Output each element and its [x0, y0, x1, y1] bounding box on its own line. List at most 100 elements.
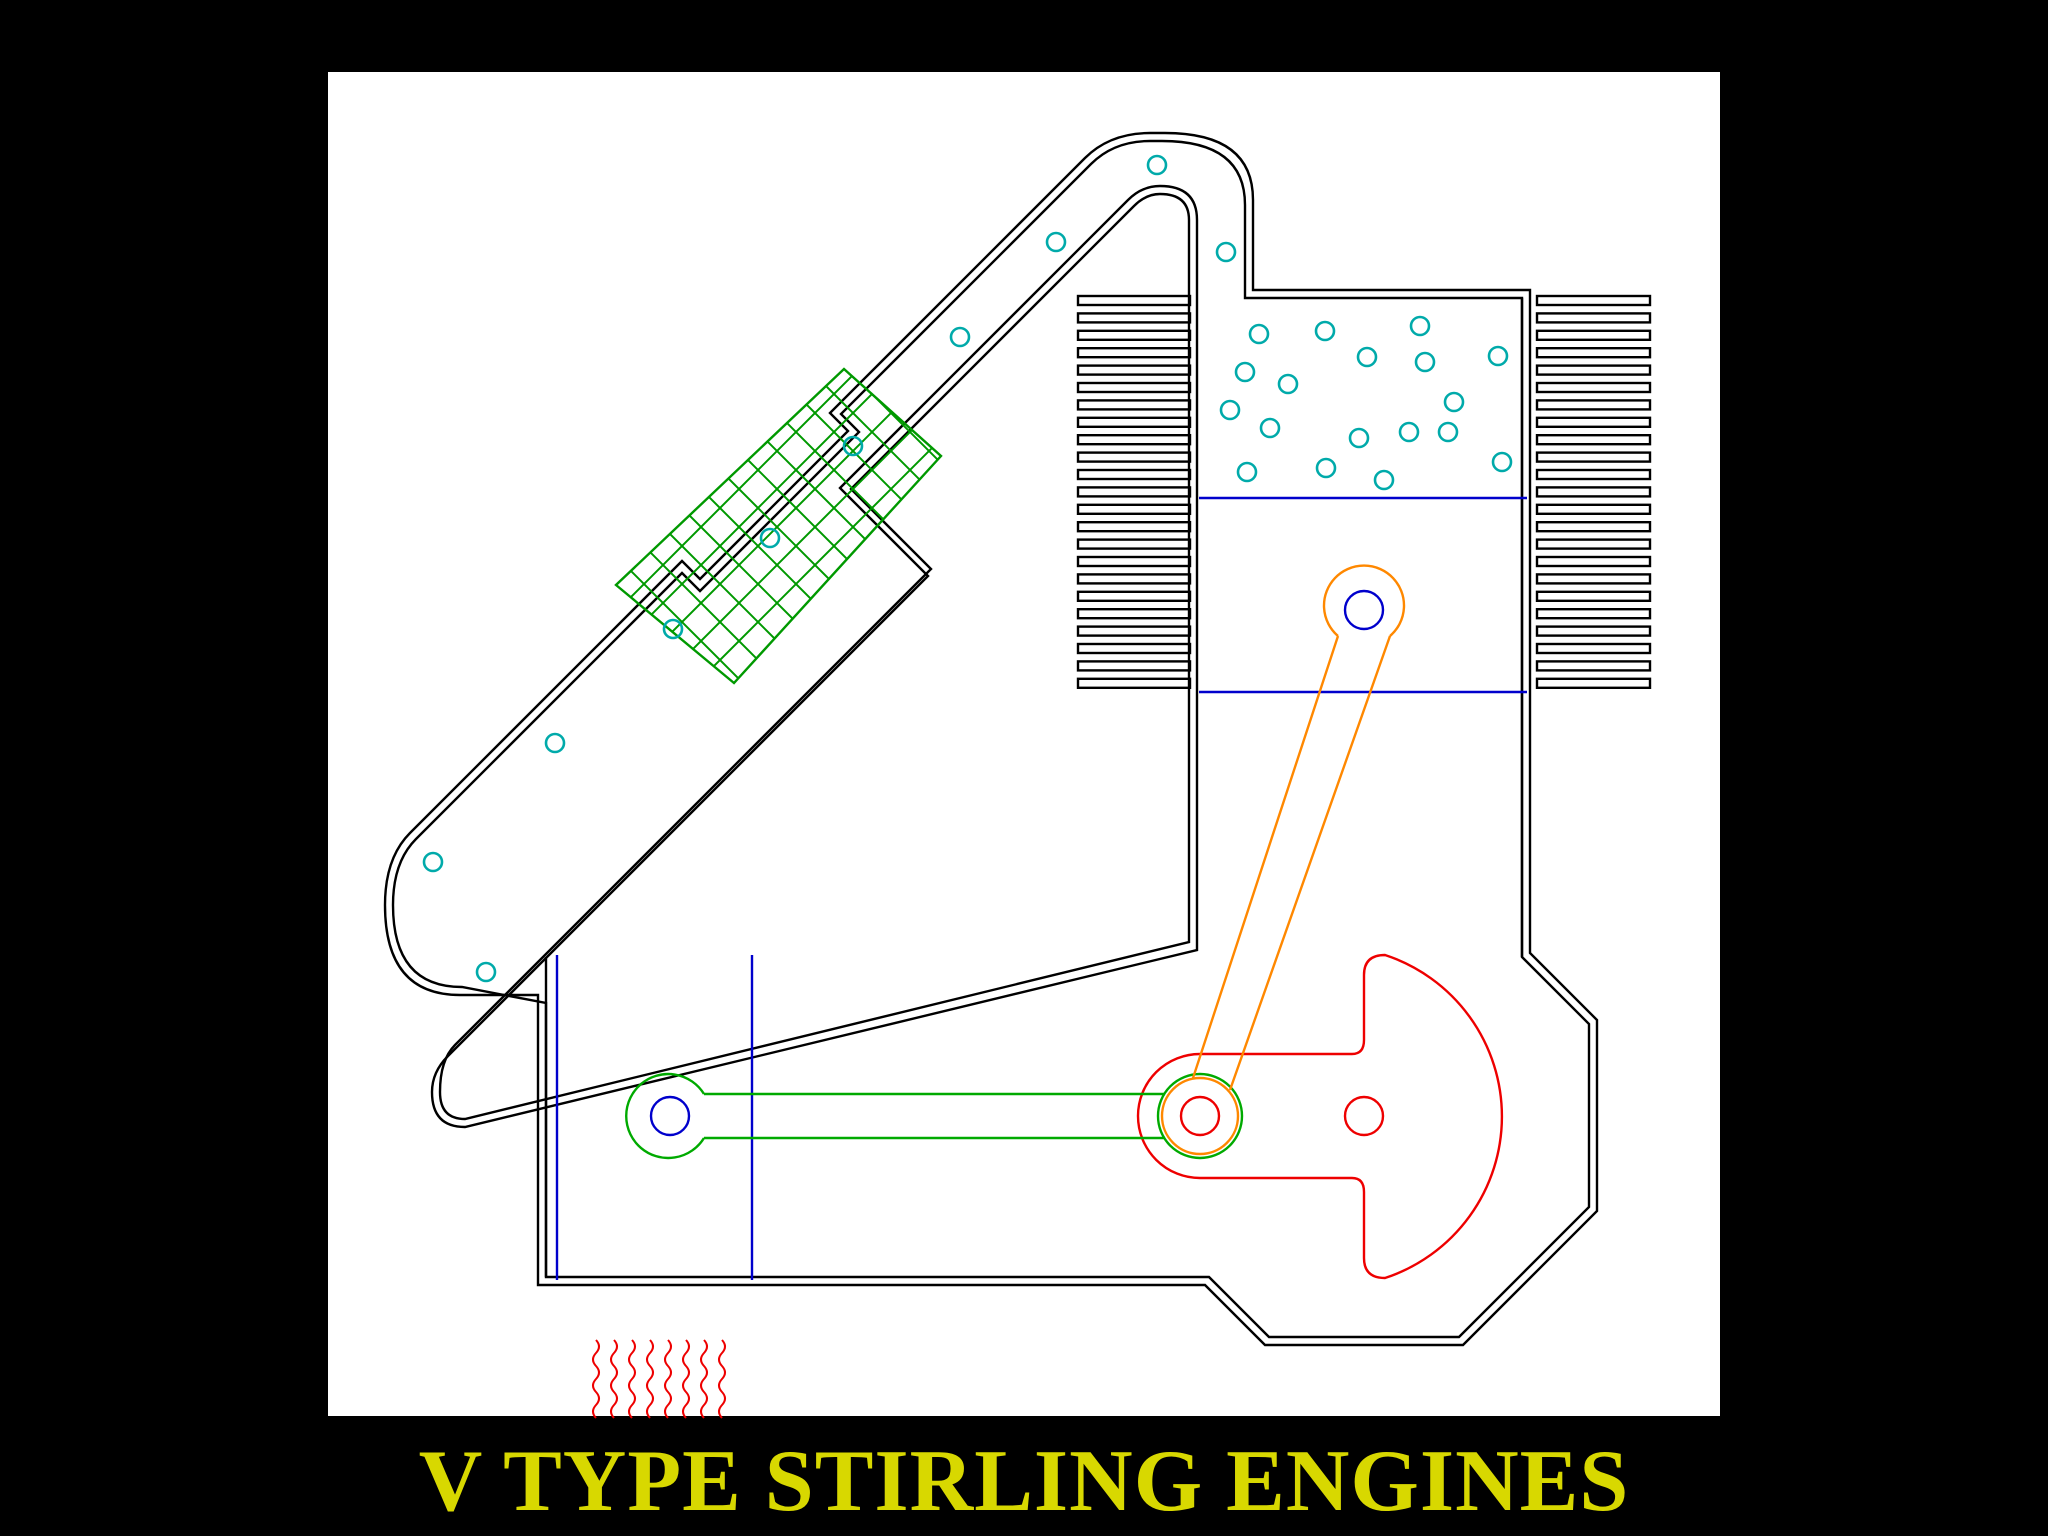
- gas-bubble: [1314, 320, 1336, 342]
- heat-wave: [682, 1339, 690, 1419]
- gas-bubble: [1315, 457, 1337, 479]
- mesh-line: [616, 369, 941, 683]
- gas-bubble: [1277, 373, 1299, 395]
- gas-bubble: [1146, 154, 1168, 176]
- cooling-fin: [1076, 434, 1192, 446]
- gas-bubble: [1248, 323, 1270, 345]
- cooling-fin: [1535, 660, 1652, 672]
- hot-rod-outline: [625, 1072, 1165, 1160]
- diagram-panel: [328, 72, 1720, 1416]
- gas-bubble: [1356, 346, 1378, 368]
- cooling-fin: [1535, 538, 1652, 550]
- hot-piston-pin: [649, 1095, 691, 1137]
- gas-bubble: [842, 435, 864, 457]
- gas-bubble: [1045, 231, 1067, 253]
- gas-bubble: [949, 326, 971, 348]
- cooling-fin: [1076, 347, 1192, 359]
- cooling-fin: [1076, 538, 1192, 550]
- cooling-fin: [1076, 364, 1192, 376]
- cooling-fin: [1076, 642, 1192, 655]
- cooling-fin: [1535, 642, 1652, 655]
- cooling-fin: [1076, 329, 1192, 341]
- heat-wave: [718, 1339, 726, 1419]
- cooling-fin: [1076, 590, 1192, 602]
- cooling-fin: [1076, 486, 1192, 498]
- cooling-fin: [1535, 399, 1652, 411]
- casing-outer-wall: [383, 131, 1599, 1347]
- heat-wave: [700, 1339, 708, 1419]
- engine-casing: [383, 131, 1599, 1347]
- cooling-fin: [1076, 625, 1192, 637]
- cooling-fin: [1076, 503, 1192, 515]
- cooling-fin: [1076, 294, 1192, 307]
- working-gas-bubbles: [422, 154, 1513, 983]
- cooling-fin: [1535, 521, 1652, 533]
- cold-piston-pin: [1343, 589, 1385, 631]
- gas-bubble: [1487, 345, 1509, 367]
- gas-bubble: [1373, 469, 1395, 491]
- mesh-line: [616, 379, 941, 683]
- cooling-fin: [1076, 555, 1192, 568]
- cooling-fin: [1535, 364, 1652, 376]
- cooling-fin: [1535, 468, 1652, 481]
- cold-rod-outline: [1191, 564, 1406, 1091]
- cooling-fin: [1535, 434, 1652, 446]
- gas-bubble: [1491, 451, 1513, 473]
- cooling-fin: [1076, 608, 1192, 620]
- chamber-outer-wall: [430, 184, 1199, 1129]
- gas-bubble: [1236, 461, 1258, 483]
- cooling-fin: [1535, 294, 1652, 307]
- cooling-fin: [1535, 329, 1652, 341]
- mesh-line: [616, 369, 941, 561]
- mesh-line: [616, 369, 941, 683]
- cooling-fin: [1535, 312, 1652, 324]
- heat-wave: [628, 1339, 636, 1419]
- heat-wave: [646, 1339, 654, 1419]
- cooling-fin: [1535, 590, 1652, 602]
- cooling-fin: [1535, 573, 1652, 585]
- mesh-line: [616, 369, 941, 683]
- cooling-fin: [1076, 521, 1192, 533]
- gas-bubble: [422, 851, 444, 873]
- gas-bubble: [1219, 399, 1241, 421]
- hot-piston: [555, 955, 754, 1280]
- heat-wave: [592, 1339, 600, 1419]
- cooling-fin: [1076, 312, 1192, 324]
- gas-bubble: [1234, 361, 1256, 383]
- gas-bubble: [1437, 421, 1459, 443]
- cooling-fin: [1076, 660, 1192, 672]
- crank-pin: [1179, 1095, 1221, 1137]
- cooling-fin: [1076, 468, 1192, 481]
- mesh-line: [616, 369, 941, 683]
- mesh-line: [616, 401, 941, 683]
- cold-rod-big-end: [1160, 1076, 1240, 1156]
- gas-bubble: [1414, 351, 1436, 373]
- cooling-fin: [1535, 625, 1652, 637]
- heat-wave: [664, 1339, 672, 1419]
- cooling-fin: [1535, 608, 1652, 620]
- gas-bubble: [1443, 391, 1465, 413]
- gas-bubble: [544, 732, 566, 754]
- casing-inner-wall: [391, 139, 1591, 1339]
- gas-bubble: [1398, 421, 1420, 443]
- gas-bubble: [475, 961, 497, 983]
- cold-piston: [1199, 496, 1527, 694]
- mesh-line: [616, 369, 941, 683]
- cooling-fin: [1076, 677, 1192, 689]
- gas-bubble: [1348, 427, 1370, 449]
- cooling-fin: [1535, 347, 1652, 359]
- mesh-line: [616, 369, 941, 523]
- gas-bubble: [1409, 315, 1431, 337]
- hot-rod-big-end: [1156, 1072, 1244, 1160]
- cooling-fins-left: [1076, 294, 1192, 689]
- hot-connecting-rod: [625, 1072, 1244, 1160]
- gas-bubble: [759, 527, 781, 549]
- cooling-fin: [1535, 416, 1652, 428]
- crankshaft-center: [1343, 1095, 1385, 1137]
- cooling-fin: [1535, 381, 1652, 394]
- heat-wave: [610, 1339, 618, 1419]
- cooling-fin: [1535, 677, 1652, 689]
- gas-bubble: [1259, 417, 1281, 439]
- cold-connecting-rod: [1160, 564, 1406, 1156]
- slide-caption: V TYPE STIRLING ENGINES: [418, 1433, 1630, 1530]
